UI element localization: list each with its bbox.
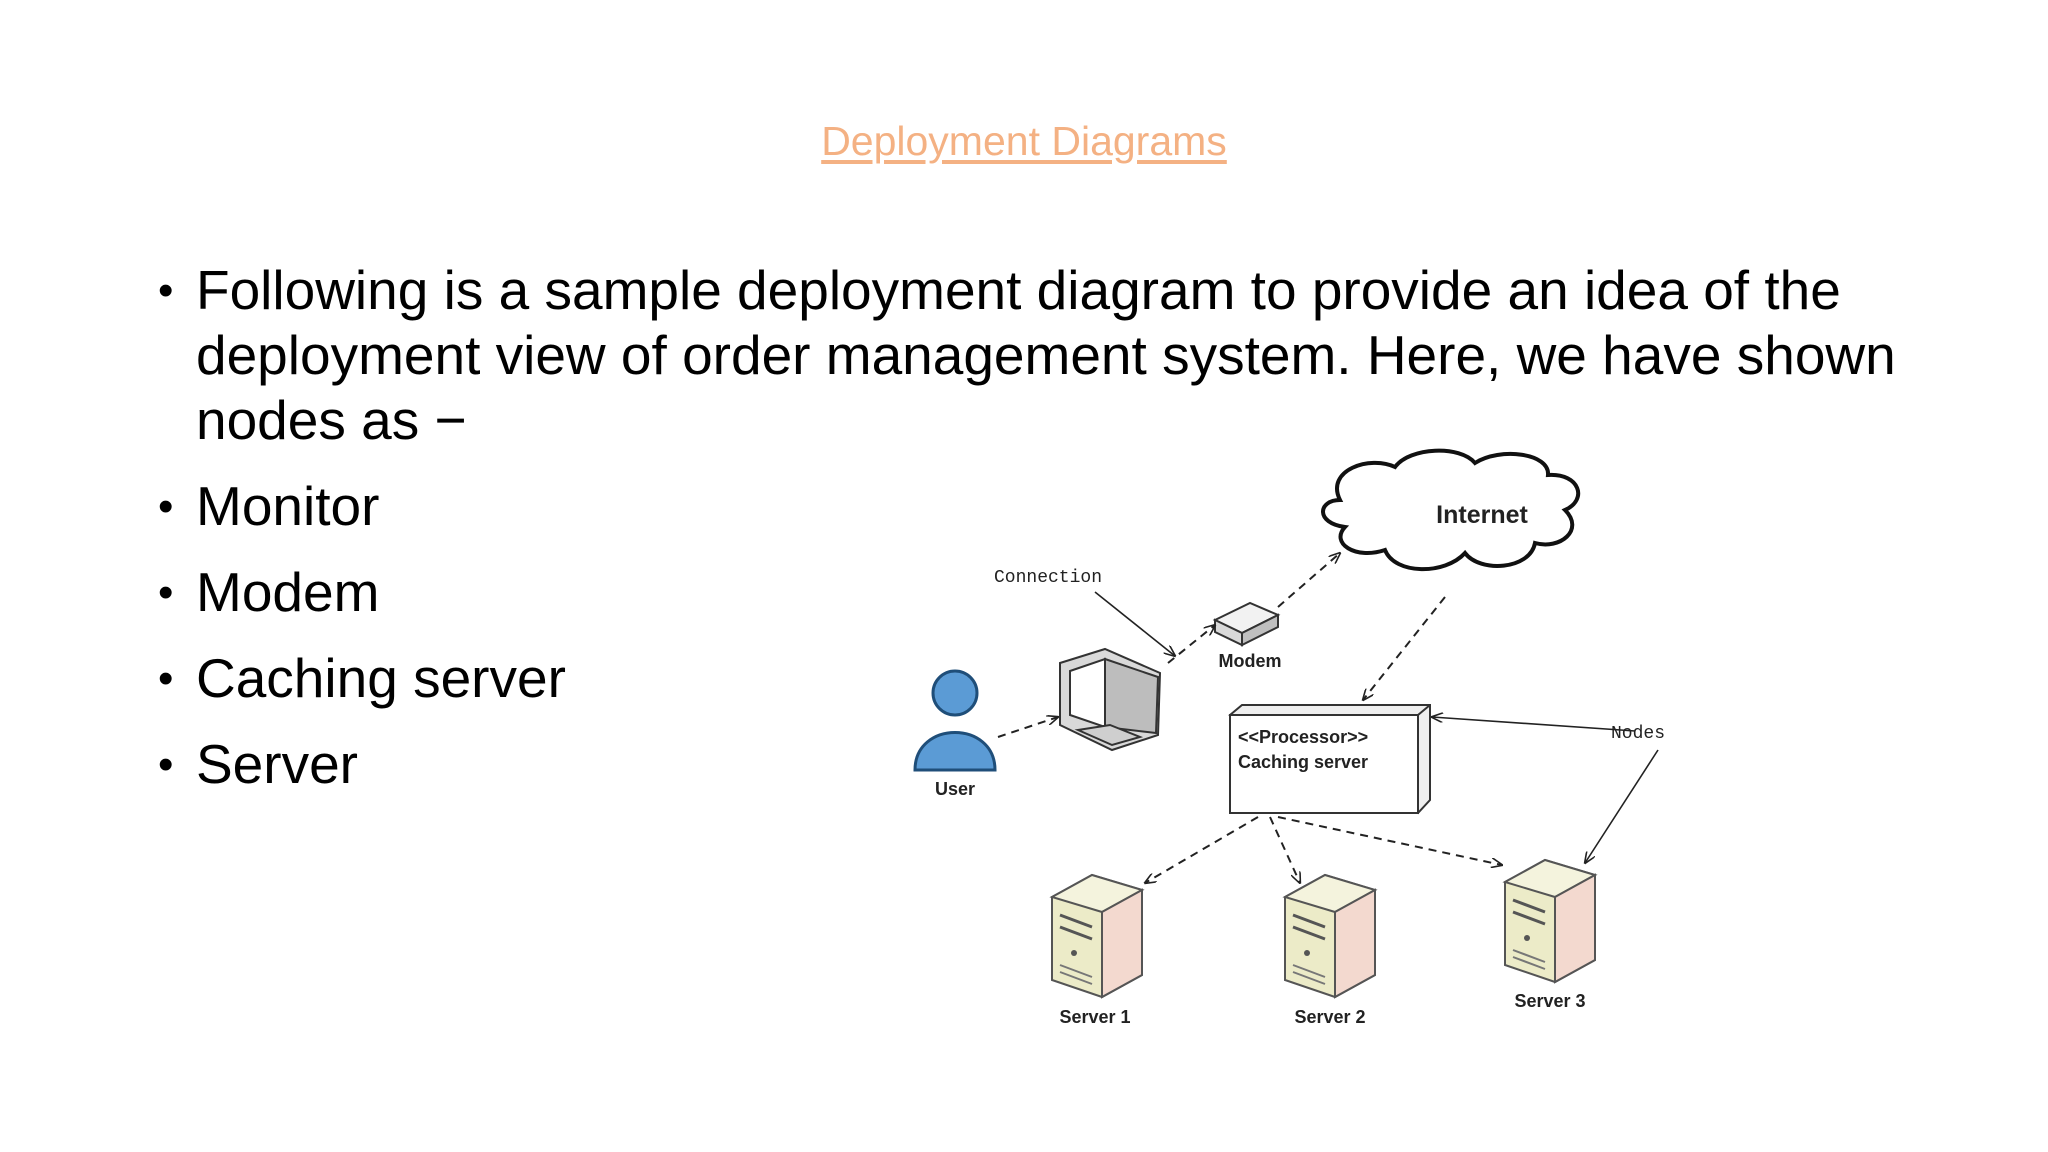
bullet-intro: • Following is a sample deployment diagra… <box>158 258 1918 453</box>
connection-arrow <box>1094 591 1175 656</box>
server-2-label: Server 2 <box>1294 1007 1365 1027</box>
server-3-label: Server 3 <box>1514 991 1585 1011</box>
bullet-server: • Server <box>158 732 1918 797</box>
bullet-caching-server: • Caching server <box>158 646 1918 711</box>
caching-to-server2-arrow <box>1269 816 1300 883</box>
server-3-icon <box>1502 858 1598 984</box>
bullet-dot: • <box>158 266 174 315</box>
internet-to-caching-arrow <box>1363 596 1446 700</box>
caching-server-label: Caching server <box>1238 752 1368 772</box>
processor-stereotype-label: <<Processor>> <box>1238 727 1368 747</box>
caching-to-server1-arrow <box>1145 816 1259 883</box>
bullet-dot: • <box>158 568 174 617</box>
user-label: User <box>935 779 975 799</box>
internet-label: Internet <box>1436 501 1528 529</box>
server-2-icon <box>1282 873 1378 999</box>
user-to-monitor-arrow <box>997 717 1058 738</box>
bullet-text: Following is a sample deployment diagram… <box>196 259 1896 451</box>
nodes-label: Nodes <box>1611 724 1665 744</box>
modem-to-internet-arrow <box>1277 553 1340 608</box>
bullet-text: Caching server <box>196 647 566 709</box>
nodes-to-caching-arrow <box>1432 717 1636 732</box>
user-icon <box>913 669 997 772</box>
bullet-text: Server <box>196 733 358 795</box>
bullet-monitor: • Monitor <box>158 474 1918 539</box>
modem-label: Modem <box>1219 651 1282 671</box>
deployment-diagram: Internet Connection Modem User <<Process… <box>913 448 1665 1027</box>
page-title: Deployment Diagrams <box>821 118 1227 164</box>
monitor-to-modem-arrow <box>1167 625 1215 664</box>
caching-server-node: <<Processor>> Caching server <box>1228 704 1431 815</box>
server-1-icon <box>1049 873 1145 999</box>
caching-to-server3-arrow <box>1277 816 1502 865</box>
bullet-text: Modem <box>196 561 380 623</box>
nodes-to-server3-arrow <box>1585 749 1659 863</box>
connection-label: Connection <box>994 568 1102 588</box>
server-1-label: Server 1 <box>1059 1007 1130 1027</box>
monitor-icon <box>1059 647 1162 752</box>
modem-icon <box>1212 601 1281 647</box>
bullet-dot: • <box>158 654 174 703</box>
bullet-modem: • Modem <box>158 560 1918 625</box>
bullet-dot: • <box>158 482 174 531</box>
bullet-dot: • <box>158 740 174 789</box>
bullet-list: • Following is a sample deployment diagra… <box>158 258 1918 818</box>
internet-cloud: Internet <box>1321 448 1581 572</box>
bullet-text: Monitor <box>196 475 380 537</box>
